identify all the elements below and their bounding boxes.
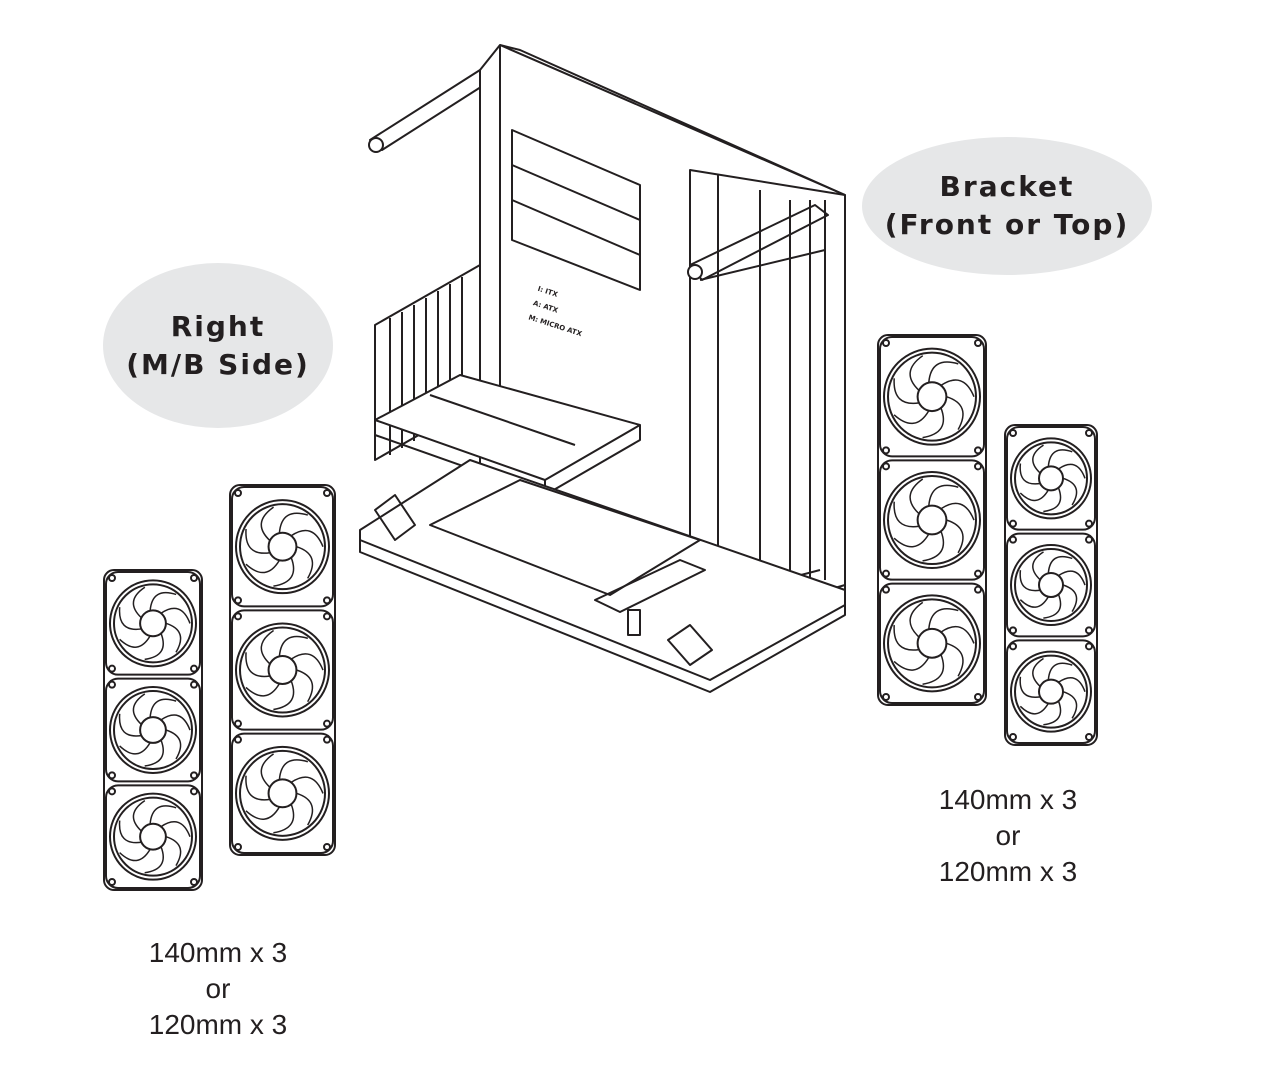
right-spec-line3: 120mm x 3 — [938, 856, 1078, 887]
bracket-label-line1: Bracket — [939, 170, 1075, 203]
fan — [1006, 532, 1096, 638]
fan — [105, 784, 201, 889]
bracket-label-line2: (Front or Top) — [884, 208, 1130, 241]
fan — [105, 677, 201, 783]
left-spec-line1: 140mm x 3 — [148, 937, 288, 968]
right-label-line1: Right — [170, 309, 266, 343]
fan — [105, 571, 201, 676]
fan — [231, 486, 334, 608]
fan — [879, 582, 985, 705]
bracket-label: Bracket (Front or Top) — [862, 137, 1152, 275]
fan — [231, 732, 334, 855]
right-mb-side-label: Right (M/B Side) — [103, 263, 333, 428]
fan-stack-right-1 — [877, 334, 987, 706]
fan — [1006, 639, 1096, 744]
fan-stack-left-1 — [103, 569, 203, 891]
fan — [879, 459, 985, 581]
fan — [231, 609, 334, 731]
right-spec-line1: 140mm x 3 — [938, 784, 1078, 815]
right-label-line2: (M/B Side) — [126, 347, 310, 381]
left-fan-spec: 140mm x 3 or 120mm x 3 — [98, 935, 338, 1043]
right-spec-line2: or — [995, 820, 1021, 851]
fan-stack-left-2 — [229, 484, 336, 856]
left-spec-line3: 120mm x 3 — [148, 1009, 288, 1040]
fan — [1006, 426, 1096, 531]
left-spec-line2: or — [205, 973, 231, 1004]
chassis — [359, 44, 846, 693]
fan-stack-right-2 — [1004, 424, 1098, 746]
right-fan-spec: 140mm x 3 or 120mm x 3 — [888, 782, 1128, 890]
fan — [879, 336, 985, 458]
